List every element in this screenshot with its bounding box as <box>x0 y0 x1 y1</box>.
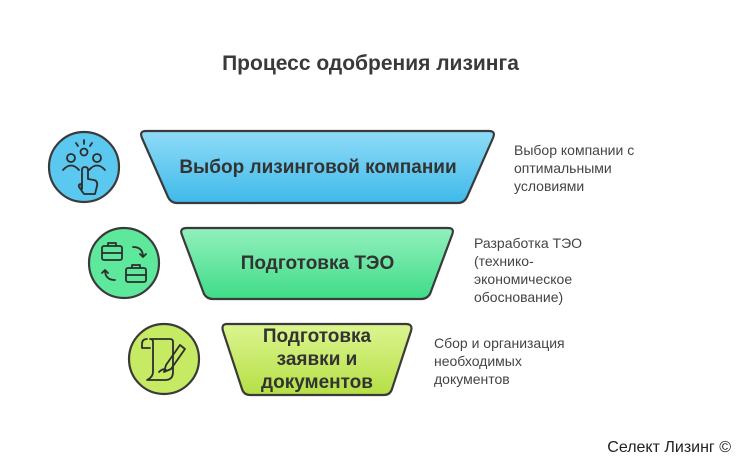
description-line: Сбор и организация <box>434 335 565 351</box>
description-line: необходимых <box>434 353 522 369</box>
description-line: (технико- <box>474 253 534 269</box>
footer-copyright: Селект Лизинг © <box>607 439 731 456</box>
briefcase-swap-icon <box>87 226 161 300</box>
stage-3-label: Подготовка заявки и документов <box>242 324 392 395</box>
stage-3-label-line: документов <box>261 372 373 393</box>
stage-3-label-line: заявки и <box>276 349 358 370</box>
description-line: условиями <box>514 178 585 194</box>
diagram-title: Процесс одобрения лизинга <box>222 52 519 75</box>
stage-3-description: Сбор и организация необходимых документо… <box>434 334 565 388</box>
description-line: Разработка ТЭО <box>474 235 583 251</box>
description-line: Выбор компании с <box>514 142 635 158</box>
description-line: обоснование) <box>474 289 564 305</box>
stage-3-funnel-band <box>221 322 413 397</box>
stage-2-label: Подготовка ТЭО <box>240 253 395 274</box>
stage-2-funnel-band <box>180 226 454 301</box>
stage-1-label: Выбор лизинговой компании <box>179 156 457 178</box>
description-line: документов <box>434 371 510 387</box>
stage-3-label-line: Подготовка <box>262 326 372 347</box>
stage-1-funnel-band <box>140 129 495 205</box>
people-pointer-icon <box>47 130 121 204</box>
document-pen-icon <box>127 322 201 396</box>
stage-2-description: Разработка ТЭО (технико- экономическое о… <box>474 234 582 306</box>
stage-1-description: Выбор компании с оптимальными условиями <box>514 141 634 195</box>
description-line: экономическое <box>474 271 573 287</box>
description-line: оптимальными <box>514 160 612 176</box>
